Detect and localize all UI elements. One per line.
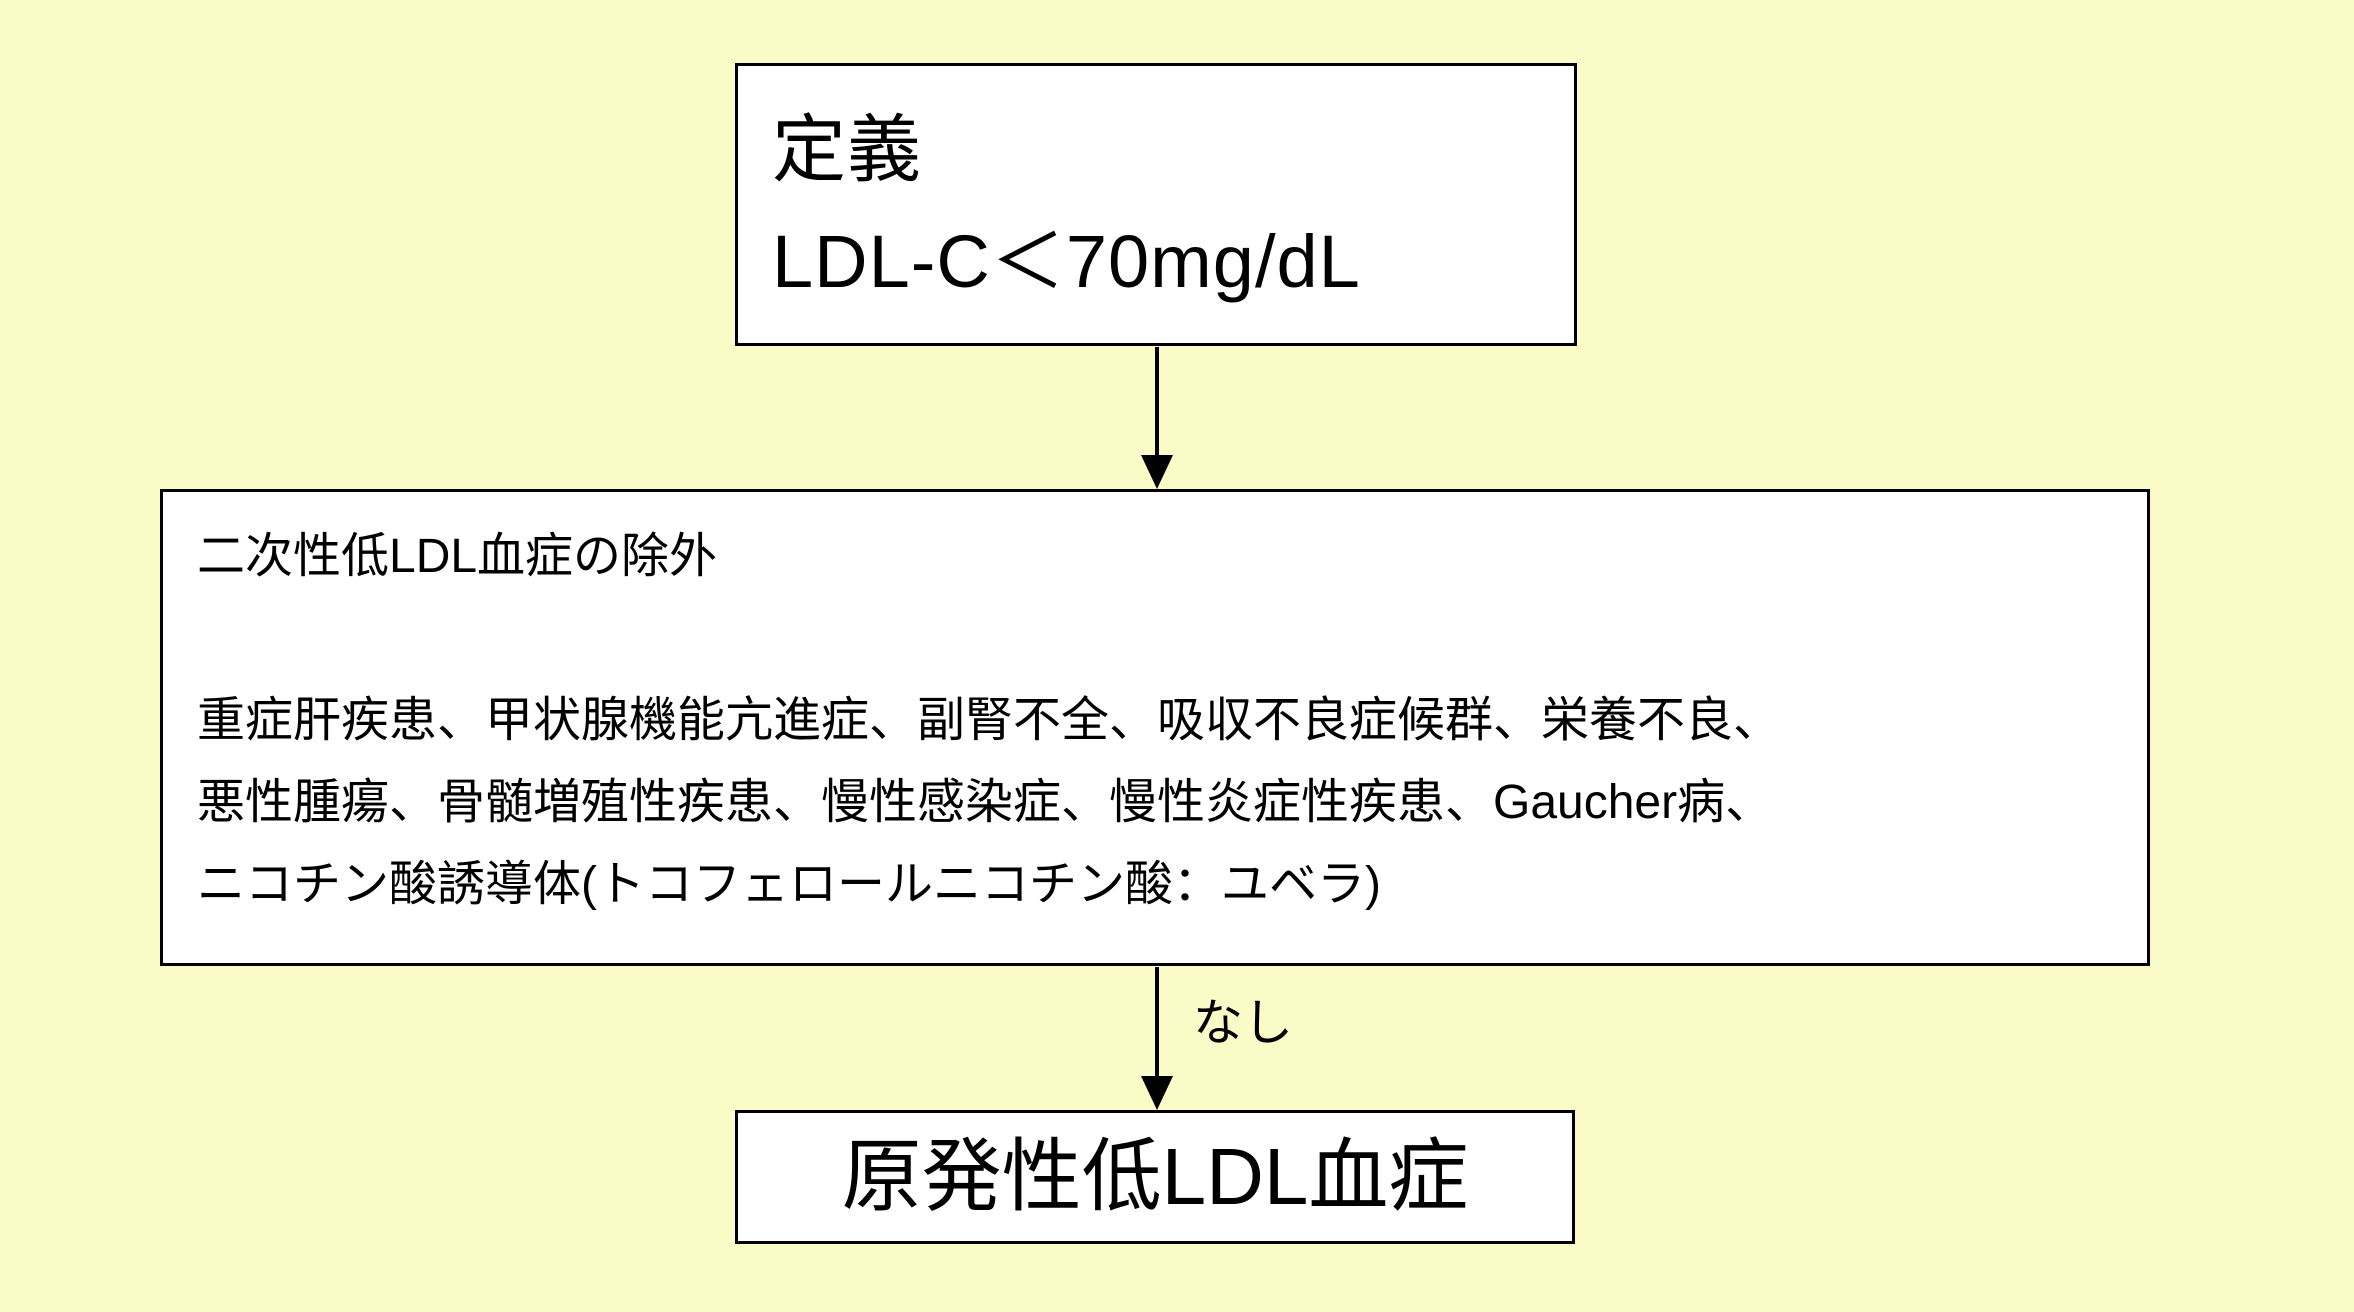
- definition-title: 定義: [772, 108, 922, 191]
- arrow-exclusion-to-result: なし: [1135, 967, 1293, 1110]
- exclusion-body-line-1: 重症肝疾患、甲状腺機能亢進症、副腎不全、吸収不良症候群、栄養不良、: [197, 694, 1782, 747]
- arrow-head-icon: [1141, 1076, 1173, 1110]
- arrow-shaft: [1155, 347, 1159, 459]
- exclusion-title: 二次性低LDL血症の除外: [197, 530, 718, 583]
- exclusion-body-line-2: 悪性腫瘍、骨髄増殖性疾患、慢性感染症、慢性炎症性疾患、Gaucher病、: [197, 776, 1774, 829]
- exclusion-box: 二次性低LDL血症の除外 重症肝疾患、甲状腺機能亢進症、副腎不全、吸収不良症候群…: [160, 489, 2150, 966]
- result-label: 原発性低LDL血症: [841, 1132, 1469, 1221]
- arrow-label-none: なし: [1193, 995, 1293, 1051]
- arrow-head-icon: [1141, 455, 1173, 489]
- exclusion-body-line-3: ニコチン酸誘導体(トコフェロールニコチン酸：ユベラ): [197, 858, 1381, 911]
- exclusion-spacer: [197, 598, 2117, 680]
- definition-box: 定義 LDL-C＜70mg/dL: [735, 63, 1577, 346]
- arrow-definition-to-exclusion: [1135, 347, 1179, 489]
- definition-criteria: LDL-C＜70mg/dL: [772, 220, 1361, 303]
- arrow-shaft: [1155, 967, 1159, 1080]
- result-box: 原発性低LDL血症: [735, 1110, 1575, 1244]
